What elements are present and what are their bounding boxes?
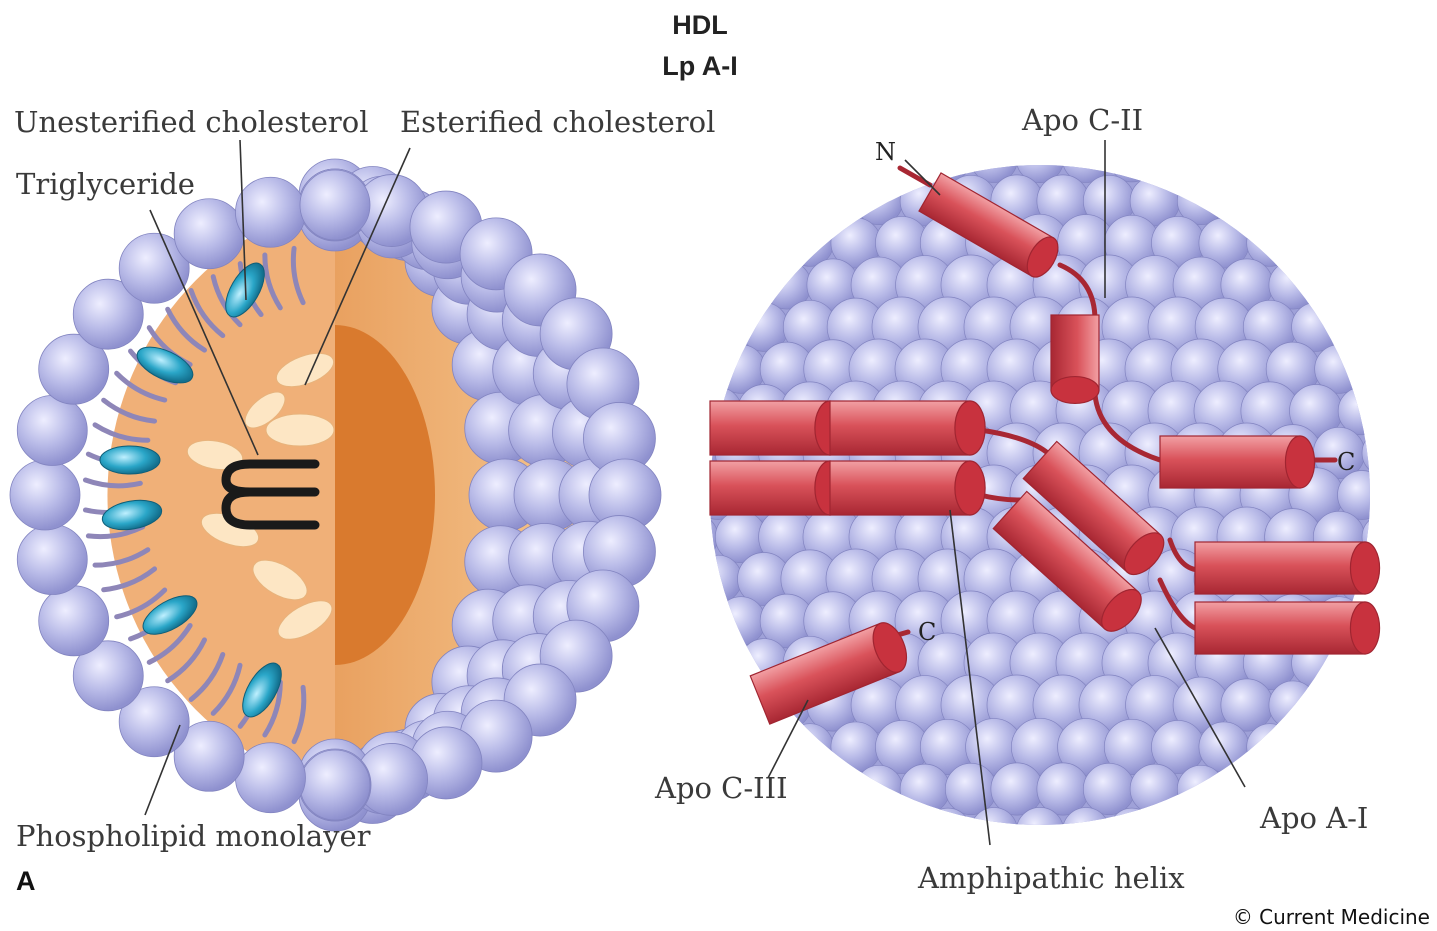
- helix-body: [710, 401, 830, 455]
- lipid-surface-sphere: [1225, 179, 1269, 223]
- lipid-surface-sphere: [1063, 808, 1110, 855]
- lipid-surface-sphere: [1199, 722, 1249, 772]
- label-unesterified-cholesterol: Unesterified cholesterol: [14, 105, 369, 139]
- label-esterified-cholesterol: Esterified cholesterol: [400, 105, 715, 139]
- helix-apo-a1: [830, 401, 985, 455]
- helix-body: [1195, 542, 1365, 594]
- phospholipid-head: [17, 525, 87, 595]
- lipid-surface-sphere: [1362, 430, 1408, 476]
- label-phospholipid-monolayer: Phospholipid monolayer: [16, 819, 371, 853]
- helix-end-cap: [955, 401, 985, 455]
- helix-end-cap: [1350, 602, 1379, 654]
- lipid-surface-sphere: [831, 722, 881, 772]
- helix-apo-a1: [1195, 542, 1380, 594]
- esterified-cholesterol: [266, 414, 334, 446]
- lipid-surface-sphere: [925, 136, 971, 182]
- helix-apo-c2: [1051, 315, 1099, 403]
- phospholipid-head: [174, 199, 244, 269]
- lipid-surface-sphere: [1177, 765, 1224, 812]
- label-amphipathic-helix: Amphipathic helix: [917, 861, 1185, 895]
- label-c-terminus-c3: C: [918, 618, 936, 646]
- label-c-terminus-a1: C: [1337, 448, 1355, 476]
- lipid-surface-sphere: [1247, 724, 1294, 771]
- lipid-surface-sphere: [1083, 763, 1134, 814]
- lipid-surface-sphere: [1109, 136, 1155, 182]
- lipid-surface-sphere: [672, 514, 718, 560]
- lipid-surface-sphere: [1037, 763, 1089, 815]
- label-apo-c2: Apo C-II: [1021, 103, 1143, 137]
- lipid-surface-sphere: [1269, 681, 1317, 729]
- left-hdl-cutaway: [10, 159, 661, 831]
- helix-end-cap: [1285, 436, 1314, 488]
- phospholipid-head: [39, 586, 109, 656]
- phospholipid-head: [10, 460, 80, 530]
- lipid-surface-sphere: [971, 808, 1018, 855]
- lipid-surface-sphere: [925, 808, 971, 854]
- lipid-surface-sphere: [1130, 764, 1180, 814]
- title-hdl: HDL: [672, 10, 728, 40]
- lipid-surface-sphere: [945, 763, 996, 814]
- lipid-surface-sphere: [1338, 387, 1386, 435]
- lipid-surface-sphere: [787, 724, 834, 771]
- helix-apo-a1: [710, 461, 845, 515]
- lipid-surface-sphere: [717, 597, 766, 646]
- helix-end-cap: [1051, 377, 1099, 404]
- helix-body: [830, 461, 970, 515]
- lipid-surface-sphere: [1247, 220, 1294, 267]
- panel-label: A: [16, 866, 36, 896]
- lipid-surface-sphere: [787, 220, 834, 267]
- helix-apo-a1: [1195, 602, 1380, 654]
- label-apo-c3: Apo C-III: [654, 771, 788, 805]
- helix-apo-a1: [710, 401, 845, 455]
- helix-end-cap: [955, 461, 985, 515]
- phospholipid-head: [17, 395, 87, 465]
- lipid-surface-sphere: [855, 765, 902, 812]
- phospholipid-head: [300, 750, 370, 820]
- helix-apo-a1: [830, 461, 985, 515]
- label-n-terminus: N: [875, 138, 896, 166]
- lipid-surface-sphere: [811, 179, 855, 223]
- lipid-surface-sphere: [991, 763, 1043, 815]
- cholesterol-molecule: [100, 446, 160, 474]
- right-hdl-surface: [672, 135, 1408, 854]
- helix-body: [830, 401, 970, 455]
- label-triglyceride: Triglyceride: [16, 167, 195, 201]
- helix-body: [1195, 602, 1365, 654]
- phospholipid-head: [235, 743, 305, 813]
- helix-body: [1160, 436, 1300, 488]
- lipid-surface-sphere: [900, 764, 950, 814]
- phospholipid-head: [235, 177, 305, 247]
- lipid-surface-sphere: [1109, 808, 1155, 854]
- label-apo-a1: Apo A-I: [1259, 801, 1368, 835]
- lipid-surface-sphere: [694, 555, 742, 603]
- helix-body: [710, 461, 830, 515]
- title-lp-a1: Lp A-I: [662, 51, 737, 81]
- copyright-credit: © Current Medicine: [1233, 905, 1430, 929]
- lipid-surface-sphere: [1016, 807, 1063, 854]
- lipid-surface-sphere: [811, 767, 855, 811]
- phospholipid-head: [300, 170, 370, 240]
- helix-apo-a1: [1160, 436, 1315, 488]
- helix-end-cap: [1350, 542, 1379, 594]
